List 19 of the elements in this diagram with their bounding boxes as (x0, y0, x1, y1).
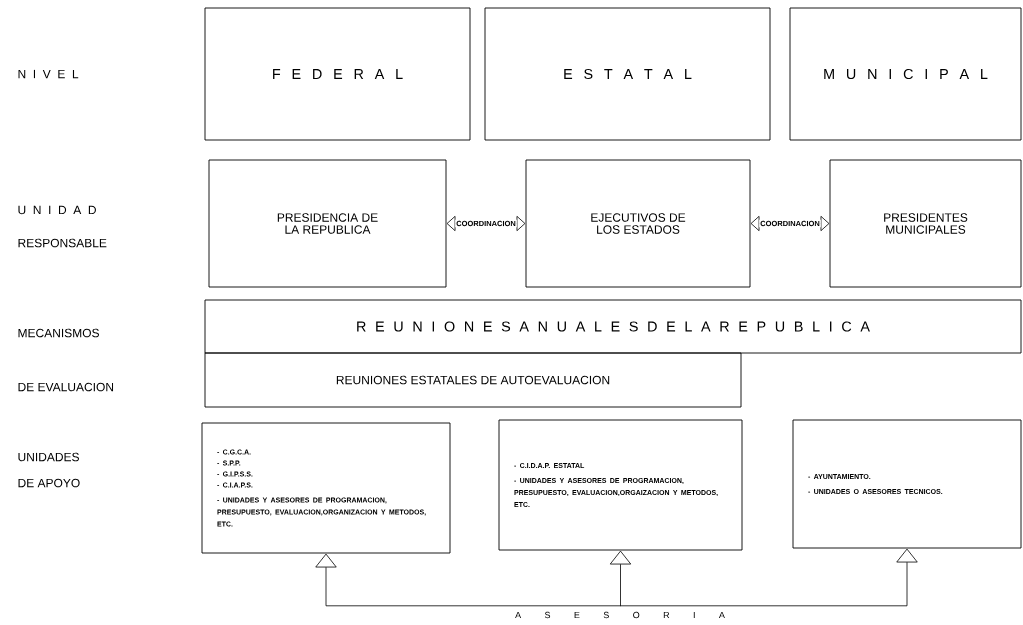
row-label: U N I D A D (18, 205, 96, 215)
level-box: E S T A T A L (484, 7, 771, 141)
arrow (609, 550, 632, 607)
row-label: N I V E L (18, 69, 79, 79)
level-box: F E D E R A L (204, 7, 471, 141)
bracket-label: A S E S O R I A (515, 611, 725, 619)
unit-box: PRESIDENCIA DE LA REPUBLICA (208, 159, 447, 288)
arrow (619, 548, 918, 607)
unit-box: PRESIDENTES MUNICIPALES (829, 159, 1022, 288)
row-label: DE APOYO (18, 478, 80, 488)
unit-box: EJECUTIVOS DE LOS ESTADOS (525, 159, 751, 288)
row-label: DE EVALUACION (18, 382, 113, 392)
arrow (315, 553, 621, 607)
meeting-band: R E U N I O N E S A N U A L E S D E L A R E P U B L I C A (204, 299, 1022, 354)
row-label: UNIDADES (18, 452, 79, 462)
unit-box: REUNIONES ESTATALES DE AUTOEVALUACION (204, 352, 742, 408)
row-label: RESPONSABLE (18, 238, 107, 248)
level-box: M U N I C I P A L (789, 7, 1022, 141)
row-label: MECANISMOS (18, 328, 99, 338)
